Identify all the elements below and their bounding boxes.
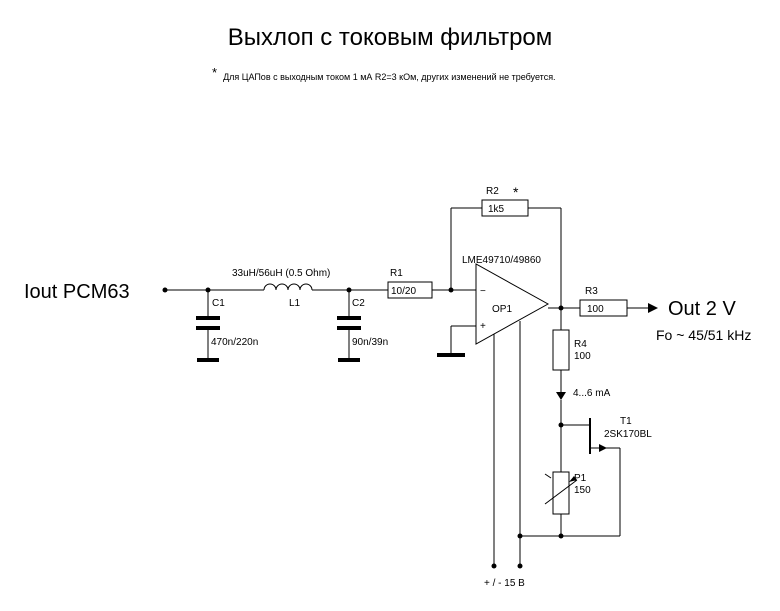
r3-ref: R3 bbox=[585, 286, 598, 297]
t1-value: 2SK170BL bbox=[604, 429, 652, 440]
note-star: * bbox=[212, 65, 218, 80]
source-arrow-icon bbox=[599, 444, 607, 452]
node-output bbox=[558, 305, 564, 311]
opamp-ref: OP1 bbox=[492, 304, 512, 315]
page-title: Выхлоп с токовым фильтром bbox=[227, 24, 553, 51]
output-arrow-icon bbox=[648, 303, 658, 313]
input-label: Iout PCM63 bbox=[24, 281, 130, 303]
ground-c1 bbox=[197, 358, 219, 362]
r3-value: 100 bbox=[587, 304, 604, 315]
opamp-minus: − bbox=[480, 286, 486, 297]
potentiometer-p1 bbox=[552, 471, 570, 515]
inductor-l1 bbox=[263, 283, 313, 291]
c2-ref: C2 bbox=[352, 298, 365, 309]
node-input bbox=[162, 287, 168, 293]
supply-label: + / - 15 B bbox=[484, 578, 525, 589]
opamp-op1 bbox=[475, 263, 550, 345]
r4-value: 100 bbox=[574, 351, 591, 362]
r1-value: 10/20 bbox=[391, 286, 416, 297]
r2-value: 1k5 bbox=[488, 204, 505, 215]
capacitor-c2-plate-bottom bbox=[337, 326, 361, 330]
current-arrow-icon bbox=[556, 392, 566, 400]
node-supply-plus-end bbox=[491, 563, 497, 569]
r2-ref: R2 bbox=[486, 186, 499, 197]
design-note: * Для ЦАПов с выходным током 1 мА R2=3 кО… bbox=[212, 65, 556, 83]
node-supply-minus bbox=[517, 533, 523, 539]
node-supply-minus-end bbox=[517, 563, 523, 569]
p1-ref: P1 bbox=[574, 473, 587, 484]
ground-plus-input bbox=[437, 353, 465, 357]
ground-c2 bbox=[338, 358, 360, 362]
r4-ref: R4 bbox=[574, 339, 587, 350]
opamp-name: LME49710/49860 bbox=[462, 255, 541, 266]
current-label: 4...6 mA bbox=[573, 388, 611, 399]
fo-label: Fo ~ 45/51 kHz bbox=[656, 327, 751, 343]
node-feedback bbox=[448, 287, 454, 293]
t1-ref: T1 bbox=[620, 416, 632, 427]
node-p1-bottom bbox=[558, 533, 564, 539]
potentiometer-arrowhead-icon bbox=[569, 476, 577, 482]
opamp-plus: + bbox=[480, 321, 486, 332]
c2-value: 90n/39n bbox=[352, 337, 388, 348]
node-c1 bbox=[205, 287, 211, 293]
p1-value: 150 bbox=[574, 485, 591, 496]
node-gate bbox=[558, 422, 564, 428]
r1-ref: R1 bbox=[390, 268, 403, 279]
c1-ref: C1 bbox=[212, 298, 225, 309]
note-text: Для ЦАПов с выходным током 1 мА R2=3 кОм… bbox=[223, 72, 556, 82]
potentiometer-tick bbox=[544, 473, 552, 479]
resistor-r4 bbox=[552, 329, 570, 371]
output-label: Out 2 V bbox=[668, 298, 736, 320]
capacitor-c2-plate-top bbox=[337, 316, 361, 320]
node-c2 bbox=[346, 287, 352, 293]
inductor-value: 33uH/56uH (0.5 Ohm) bbox=[232, 268, 330, 279]
potentiometer-arrow bbox=[544, 479, 578, 505]
c1-value: 470n/220n bbox=[211, 337, 258, 348]
r2-star: * bbox=[513, 184, 519, 200]
capacitor-c1-plate-top bbox=[196, 316, 220, 320]
inductor-ref: L1 bbox=[289, 298, 301, 309]
capacitor-c1-plate-bottom bbox=[196, 326, 220, 330]
